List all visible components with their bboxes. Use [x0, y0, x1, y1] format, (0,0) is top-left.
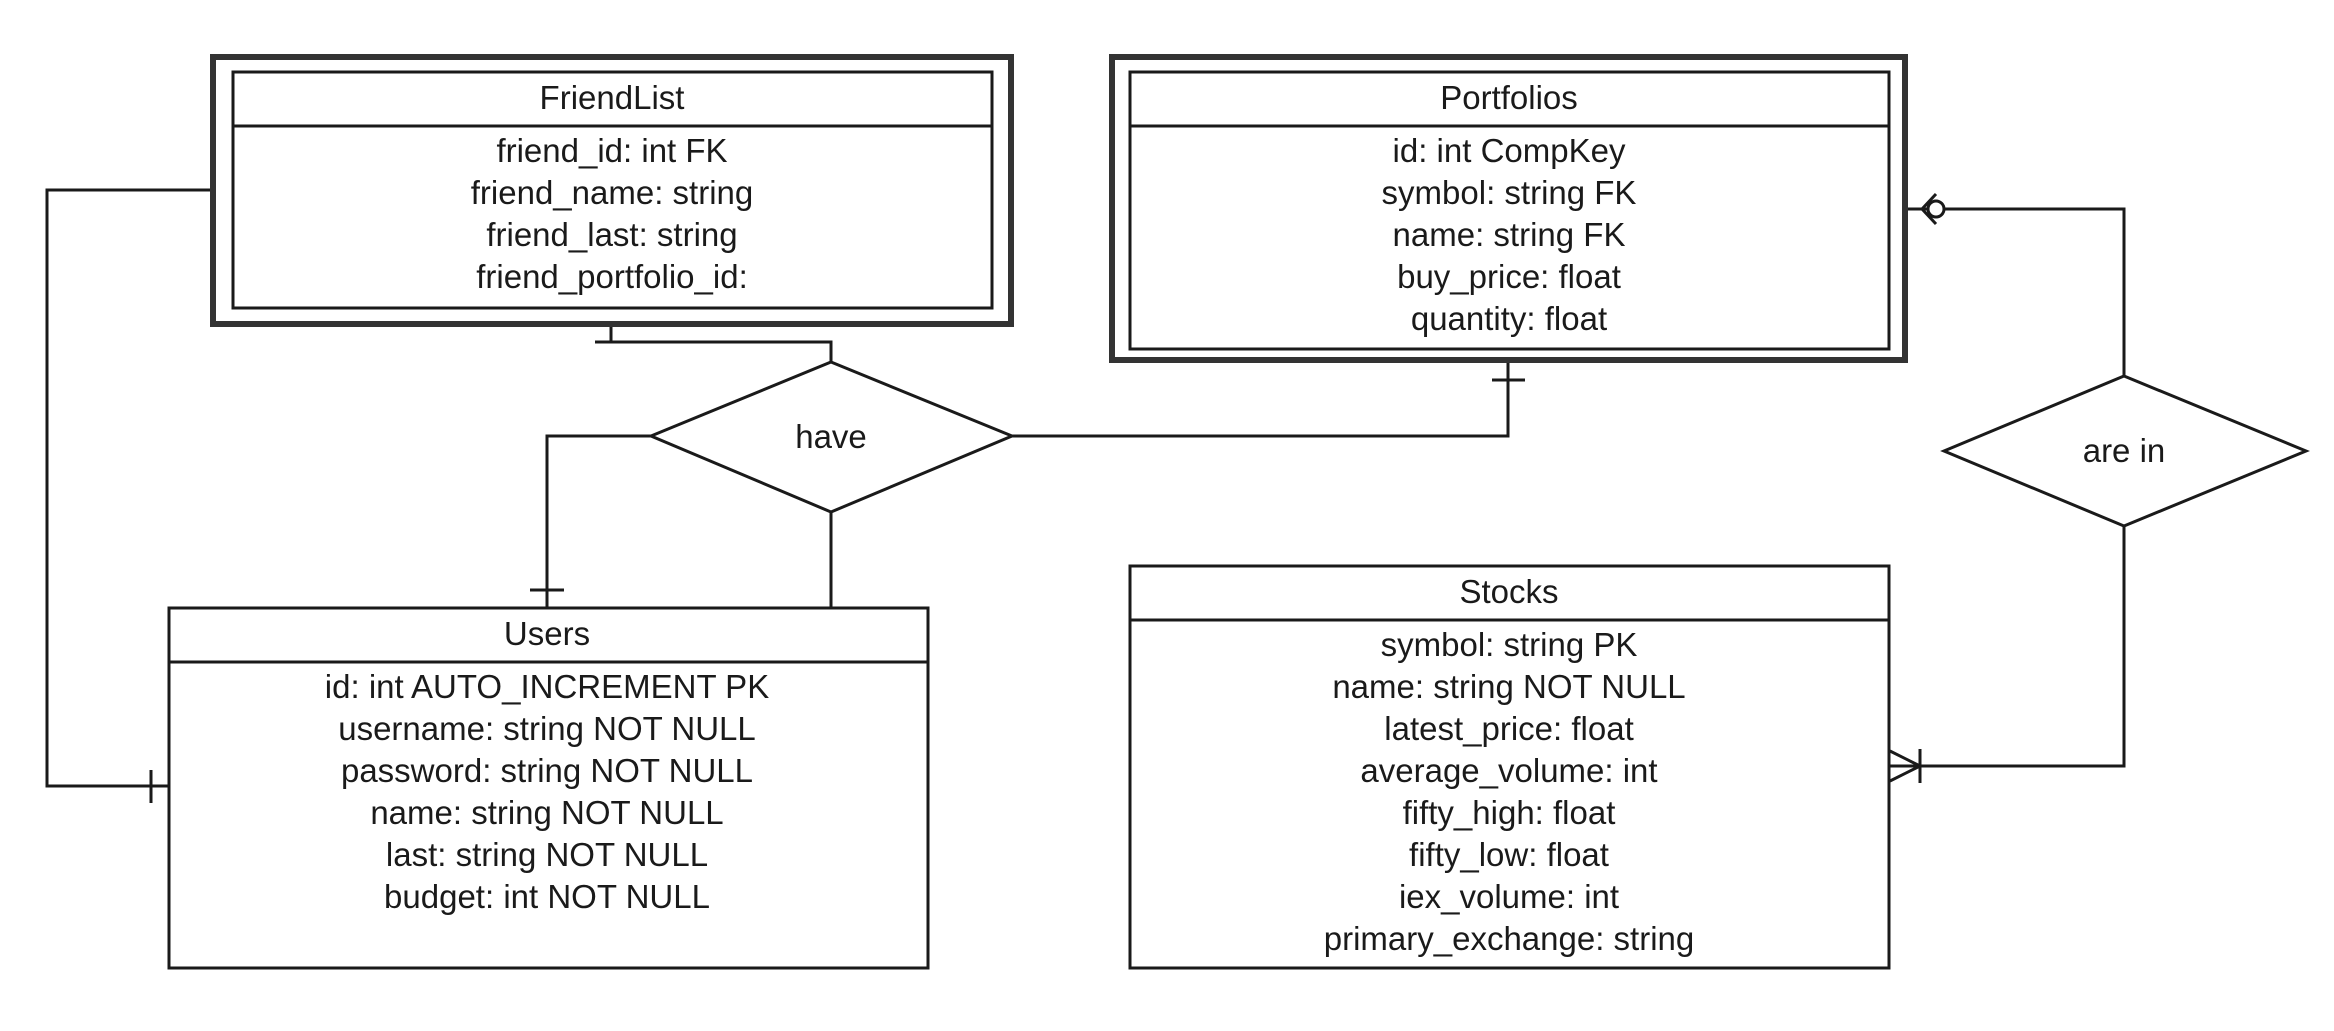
friendlist-attr-1: friend_name: string [471, 174, 753, 211]
entity-portfolios: Portfolios id: int CompKey symbol: strin… [1109, 54, 1908, 363]
relationship-have: have [647, 360, 1016, 514]
users-title: Users [504, 615, 590, 652]
stocks-title: Stocks [1459, 573, 1558, 610]
are-in-label: are in [2083, 432, 2166, 469]
users-attr-1: username: string NOT NULL [338, 710, 756, 747]
portfolios-box [1128, 70, 1891, 351]
connector-have-portfolios [1012, 360, 1510, 438]
friendlist-attr-0: friend_id: int FK [496, 132, 727, 169]
friendlist-title: FriendList [540, 79, 685, 116]
connectors [45, 188, 2126, 803]
have-diamond [647, 360, 1016, 514]
connector-friendlist-users [45, 188, 213, 788]
entity-users: Users id: int AUTO_INCREMENT PK username… [167, 606, 930, 970]
connector-have-users [545, 434, 651, 608]
portfolios-attr-1: symbol: string FK [1382, 174, 1637, 211]
users-attr-0: id: int AUTO_INCREMENT PK [325, 668, 769, 705]
portfolios-attr-2: name: string FK [1393, 216, 1626, 253]
stocks-attr-1: name: string NOT NULL [1332, 668, 1685, 705]
users-attr-5: budget: int NOT NULL [384, 878, 710, 915]
friendlist-outer-border [210, 54, 1014, 327]
crowfoot-portfolios-upper [1920, 192, 1938, 211]
stocks-attr-4: fifty_high: float [1403, 794, 1616, 831]
friendlist-box [231, 70, 994, 310]
stocks-box [1128, 564, 1891, 970]
zero-marker-portfolios [1926, 199, 1946, 219]
crowfoot-stocks-upper [1889, 749, 1921, 768]
crowfoot-stocks-lower [1889, 764, 1921, 783]
friendlist-attr-3: friend_portfolio_id: [476, 258, 748, 295]
connector-portfolios-arein [1936, 207, 2126, 376]
users-attr-2: password: string NOT NULL [341, 752, 753, 789]
users-attr-3: name: string NOT NULL [370, 794, 723, 831]
friendlist-attr-2: friend_last: string [486, 216, 737, 253]
stocks-attr-2: latest_price: float [1384, 710, 1633, 747]
portfolios-attr-3: buy_price: float [1397, 258, 1621, 295]
crowfoot-portfolios-lower [1920, 207, 1938, 226]
users-attr-4: last: string NOT NULL [386, 836, 708, 873]
entity-friendlist: FriendList friend_id: int FK friend_name… [210, 54, 1014, 327]
stocks-attr-0: symbol: string PK [1381, 626, 1638, 663]
stocks-attr-5: fifty_low: float [1409, 836, 1609, 873]
users-box [167, 606, 930, 970]
portfolios-attr-4: quantity: float [1411, 300, 1607, 337]
stocks-attr-7: primary_exchange: string [1324, 920, 1695, 957]
have-label: have [795, 418, 867, 455]
relationship-are-in: are in [1940, 374, 2310, 528]
connector-friendlist-have [609, 324, 833, 362]
portfolios-attr-0: id: int CompKey [1393, 132, 1626, 169]
connector-arein-stocks [1890, 526, 2126, 768]
entity-stocks: Stocks symbol: string PK name: string NO… [1128, 564, 1891, 970]
portfolios-outer-border [1109, 54, 1908, 363]
portfolios-title: Portfolios [1440, 79, 1578, 116]
stocks-attr-3: average_volume: int [1360, 752, 1657, 789]
stocks-attr-6: iex_volume: int [1399, 878, 1619, 915]
are-in-diamond [1940, 374, 2310, 528]
